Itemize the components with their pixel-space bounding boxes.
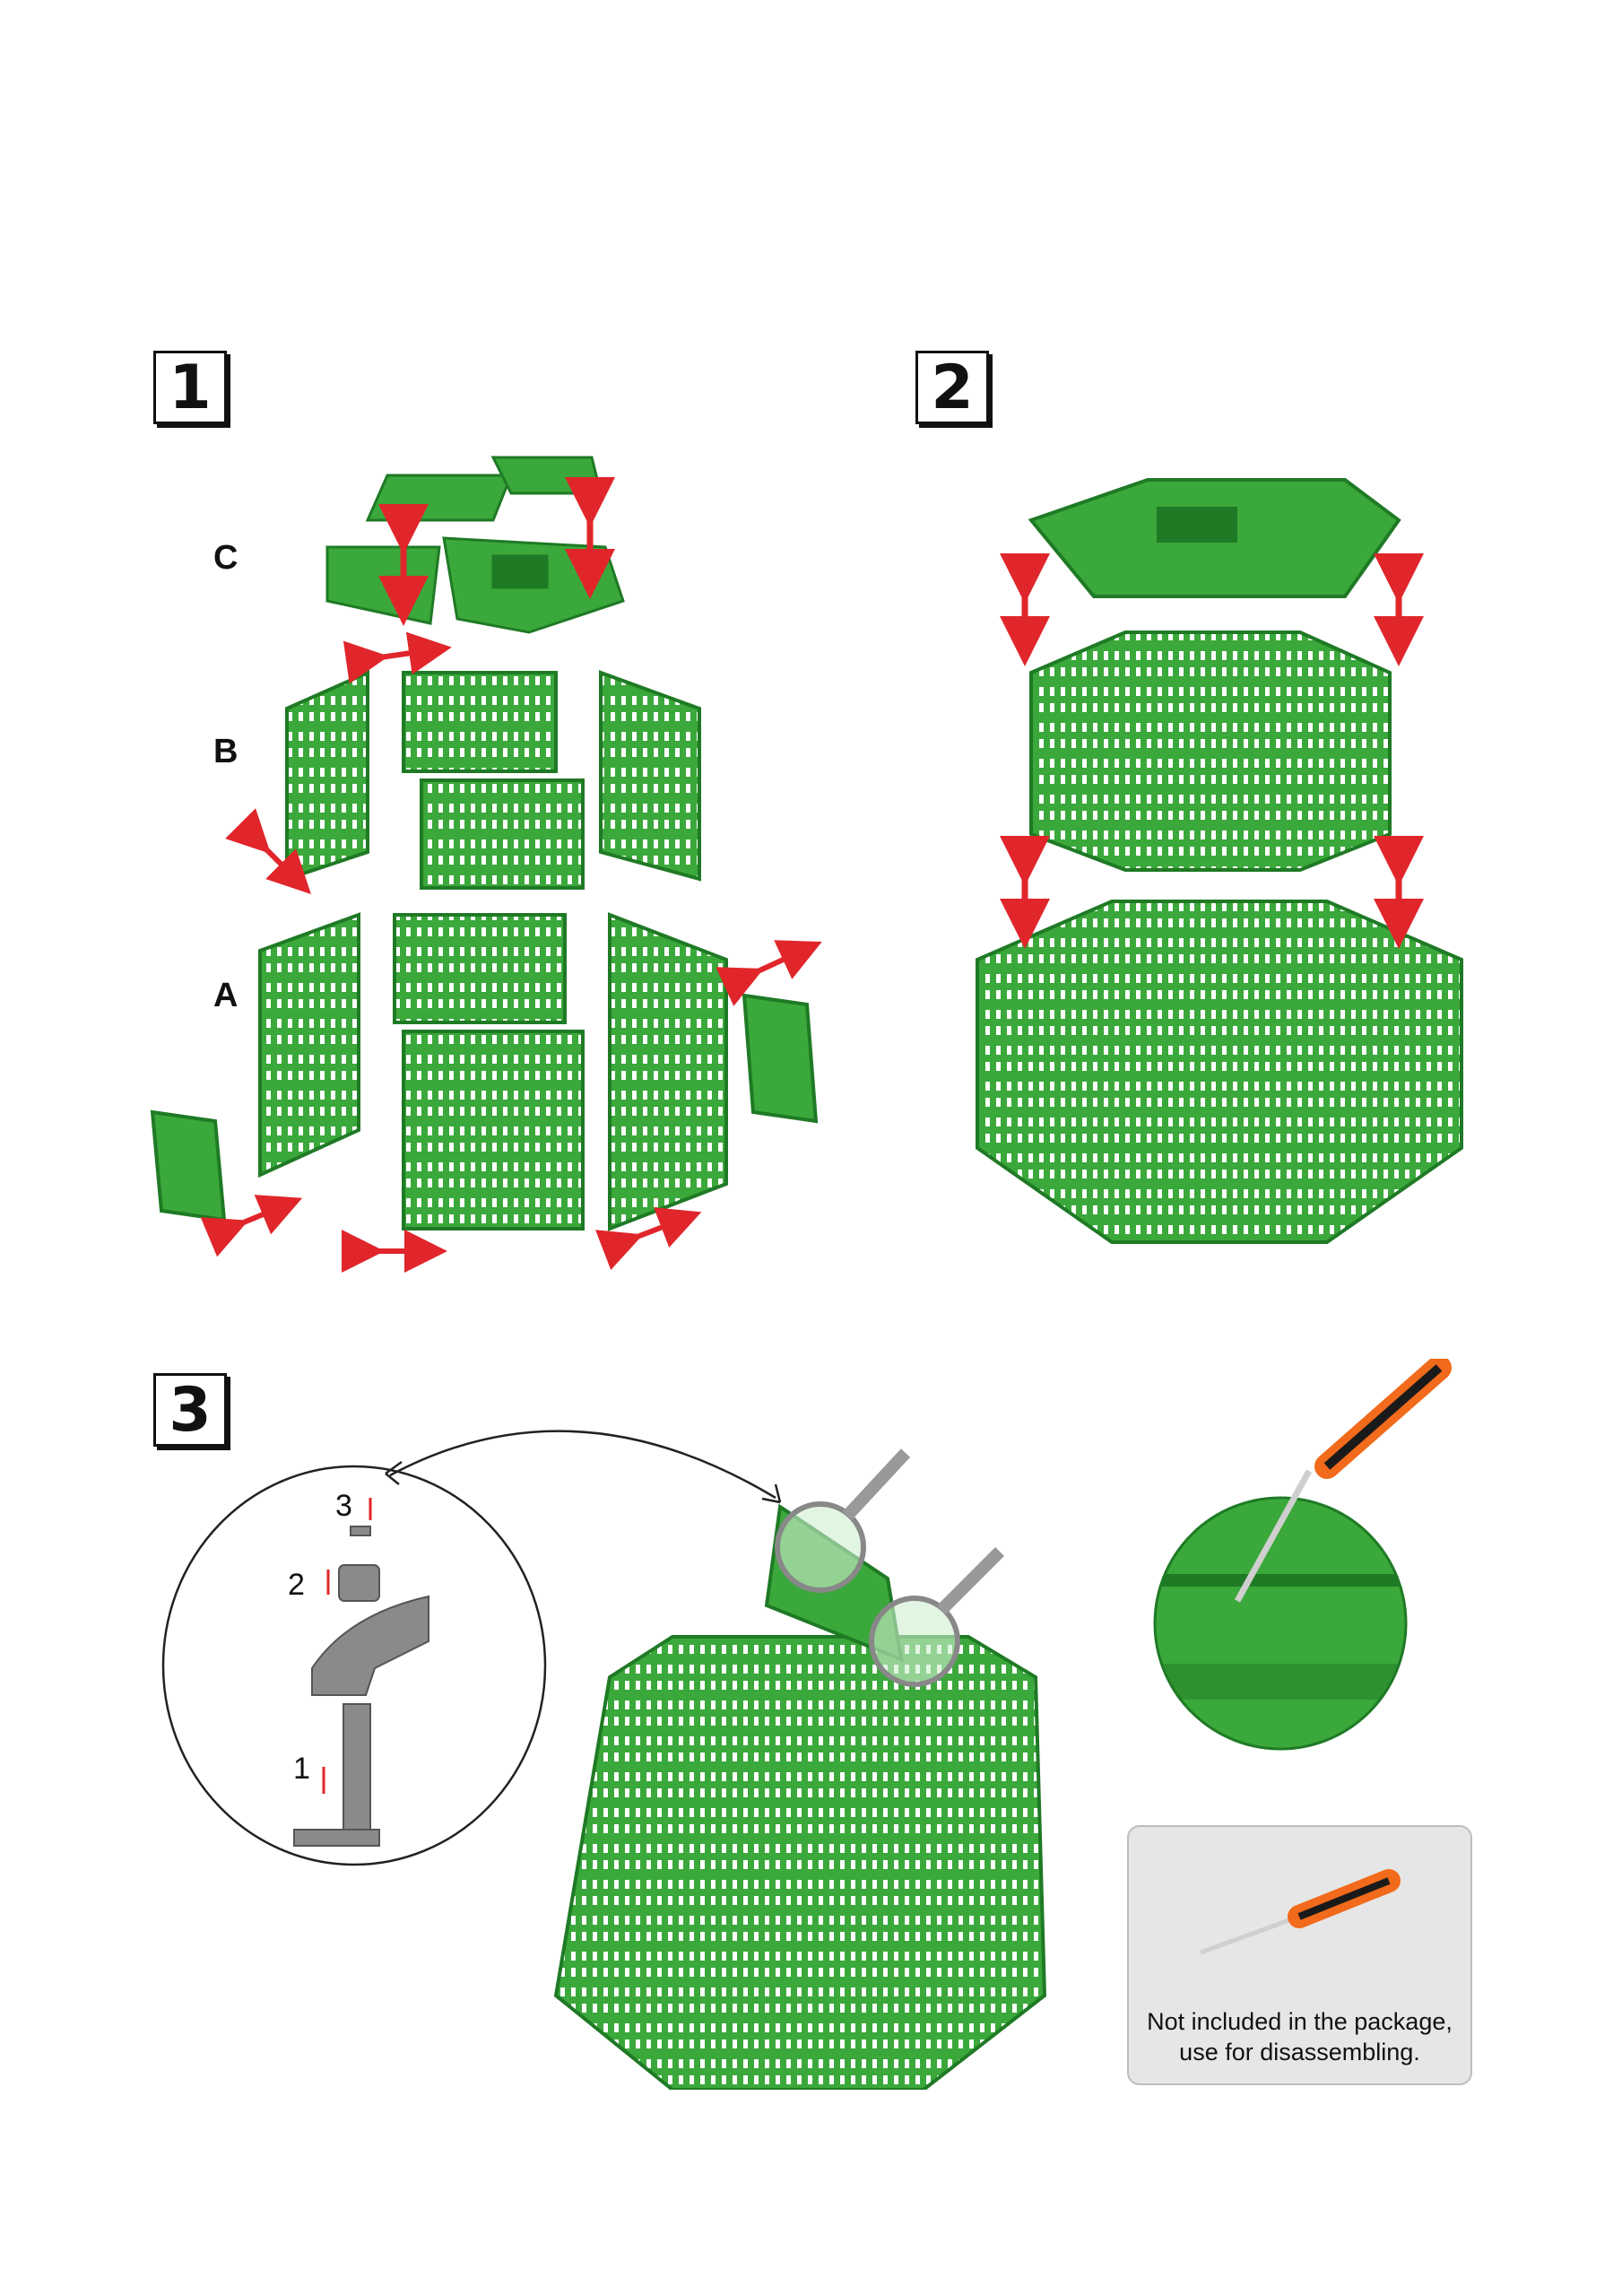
arrow-a-right [716, 940, 822, 1006]
assembled-ring-a [976, 900, 1463, 1244]
step-number-3: 3 [153, 1373, 227, 1447]
lid-pieces [325, 456, 625, 634]
composter-body [553, 1635, 1047, 2090]
cap-step-3: 3 [335, 1489, 352, 1523]
screwdriver-detail-circle [1153, 1359, 1452, 1751]
ring-a-panels [150, 912, 819, 1231]
ring-b-panels [285, 669, 701, 890]
arrow-a-left [200, 1195, 303, 1257]
arrow-b-top [343, 631, 452, 684]
step2-assembly-illustration [976, 478, 1463, 1244]
step-number-2: 2 [915, 351, 989, 424]
layer-label-c: C [213, 539, 239, 577]
curved-reference-arrow [385, 1430, 782, 1504]
magnifier-2 [869, 1596, 960, 1687]
hinge-detail-circle [161, 1465, 547, 1866]
arrow-a-bottom-right [594, 1207, 702, 1271]
arrow-b-left [225, 808, 311, 894]
assembled-ring-b [1029, 631, 1392, 872]
tool-note-card: Not included in the package, use for dis… [1127, 1825, 1472, 2085]
note-line-2: use for disassembling. [1179, 2039, 1420, 2066]
screwdriver-icon [1200, 1869, 1401, 1955]
layer-label-b: B [213, 733, 239, 770]
hinge-parts [293, 1526, 429, 1847]
step-number-1: 1 [153, 351, 227, 424]
step1-exploded-illustration [150, 456, 822, 1273]
open-lid-composter-illustration [553, 1448, 1047, 2090]
screwdriver-shaft [1234, 1469, 1313, 1603]
cap-step-1: 1 [293, 1752, 310, 1786]
layer-label-a: A [213, 977, 239, 1014]
note-line-1: Not included in the package, [1147, 2008, 1453, 2035]
magnifier-1 [775, 1501, 866, 1593]
cap-step-2: 2 [288, 1568, 305, 1602]
